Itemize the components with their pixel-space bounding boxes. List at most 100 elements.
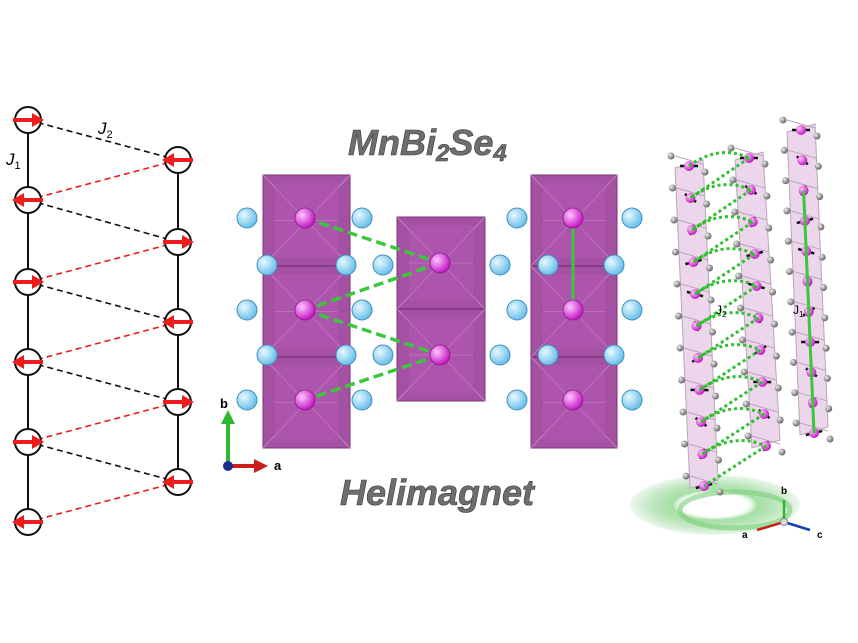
- se-atom: [667, 152, 675, 160]
- axis-a: [756, 520, 785, 532]
- se-atom: [351, 207, 373, 229]
- se-atom: [256, 254, 278, 276]
- helical-spin-structure: [630, 116, 834, 535]
- se-atom: [735, 272, 743, 280]
- se-atom: [681, 440, 688, 448]
- j1-label: J1: [5, 150, 21, 172]
- octahedron-edge: [748, 371, 777, 381]
- j2-bond: [697, 343, 761, 360]
- se-atom: [335, 344, 357, 366]
- se-atom: [351, 389, 373, 411]
- j2-bond-red: [27, 401, 179, 443]
- se-atom: [537, 344, 559, 366]
- se-atom: [682, 472, 690, 480]
- se-atom: [710, 360, 718, 368]
- octahedron-edge: [688, 443, 717, 453]
- spin-arrowhead: [12, 193, 24, 207]
- se-atom: [761, 160, 769, 168]
- octahedron-edge: [677, 219, 707, 229]
- octahedron-edge: [738, 211, 767, 221]
- se-atom: [736, 304, 744, 312]
- se-atom: [822, 344, 830, 352]
- se-atom: [818, 253, 826, 261]
- se-atom: [537, 254, 559, 276]
- se-atom: [712, 392, 719, 400]
- spin-arrowhead: [162, 153, 174, 167]
- j2-label: J2: [97, 119, 113, 141]
- j2-bond: [697, 316, 760, 360]
- j2-bond-red: [27, 241, 179, 283]
- j2-bond: [691, 215, 754, 232]
- octahedron-edge: [788, 149, 817, 159]
- se-atom: [707, 296, 715, 304]
- j2-bond: [304, 216, 441, 265]
- se-atom: [825, 405, 833, 413]
- se-atom: [603, 344, 625, 366]
- j2-bond-black: [27, 199, 179, 243]
- se-atom: [372, 344, 394, 366]
- se-atom: [769, 288, 777, 296]
- se-atom: [826, 435, 834, 443]
- octahedron-edge: [689, 475, 719, 485]
- se-atom: [489, 344, 511, 366]
- se-atom: [489, 254, 511, 276]
- se-atom: [727, 144, 735, 152]
- se-atom: [733, 240, 741, 248]
- se-atom: [709, 328, 716, 336]
- octahedron-edge: [679, 251, 708, 261]
- se-atom: [621, 389, 643, 411]
- octahedron-edge: [789, 180, 818, 190]
- se-atom: [817, 223, 825, 231]
- se-atom: [716, 488, 724, 496]
- se-atom: [792, 419, 800, 427]
- se-atom: [706, 264, 713, 272]
- octahedron-edge: [740, 243, 769, 253]
- j2-bond: [700, 407, 765, 424]
- se-atom: [776, 416, 784, 424]
- se-atom: [786, 268, 793, 275]
- se-atom: [236, 207, 258, 229]
- se-atom: [779, 116, 787, 124]
- j2-bond-red: [27, 481, 179, 523]
- j2-bond: [703, 444, 767, 488]
- octahedron-edge: [680, 283, 710, 293]
- octahedron-edge: [786, 119, 816, 129]
- se-atom: [670, 216, 678, 224]
- j2-bond: [304, 261, 441, 312]
- axis-a-label: a: [274, 458, 282, 473]
- spin-arrowhead: [182, 235, 194, 249]
- se-atom: [744, 432, 752, 440]
- se-atom: [335, 254, 357, 276]
- se-atom: [789, 358, 797, 366]
- mn-atom: [429, 252, 451, 274]
- j1-bond: [802, 190, 816, 434]
- spin-arrowhead: [32, 113, 44, 127]
- octahedron-edge: [736, 179, 766, 189]
- mn-atom: [429, 344, 451, 366]
- se-atom: [813, 132, 821, 140]
- se-atom: [256, 344, 278, 366]
- spin-arrowhead: [32, 435, 44, 449]
- se-atom: [701, 168, 709, 176]
- se-atom: [679, 408, 687, 416]
- se-atom: [770, 320, 778, 328]
- octahedron-edge: [683, 347, 713, 357]
- se-atom: [821, 314, 829, 322]
- se-atom: [784, 237, 792, 245]
- spin-arrowhead: [12, 355, 24, 369]
- se-atom: [351, 299, 373, 321]
- se-atom: [772, 352, 780, 360]
- j2-bond: [688, 151, 750, 168]
- mn-atom: [294, 207, 316, 229]
- octahedron-edge: [686, 411, 716, 421]
- mn-atom: [562, 207, 584, 229]
- se-atom: [673, 280, 681, 288]
- octahedron-edge: [682, 315, 711, 325]
- j2-bond: [698, 375, 763, 392]
- se-atom: [729, 176, 737, 184]
- se-atom: [669, 184, 676, 192]
- crystal-structure-view: [221, 174, 643, 473]
- mn-atom: [562, 389, 584, 411]
- se-atom: [506, 299, 528, 321]
